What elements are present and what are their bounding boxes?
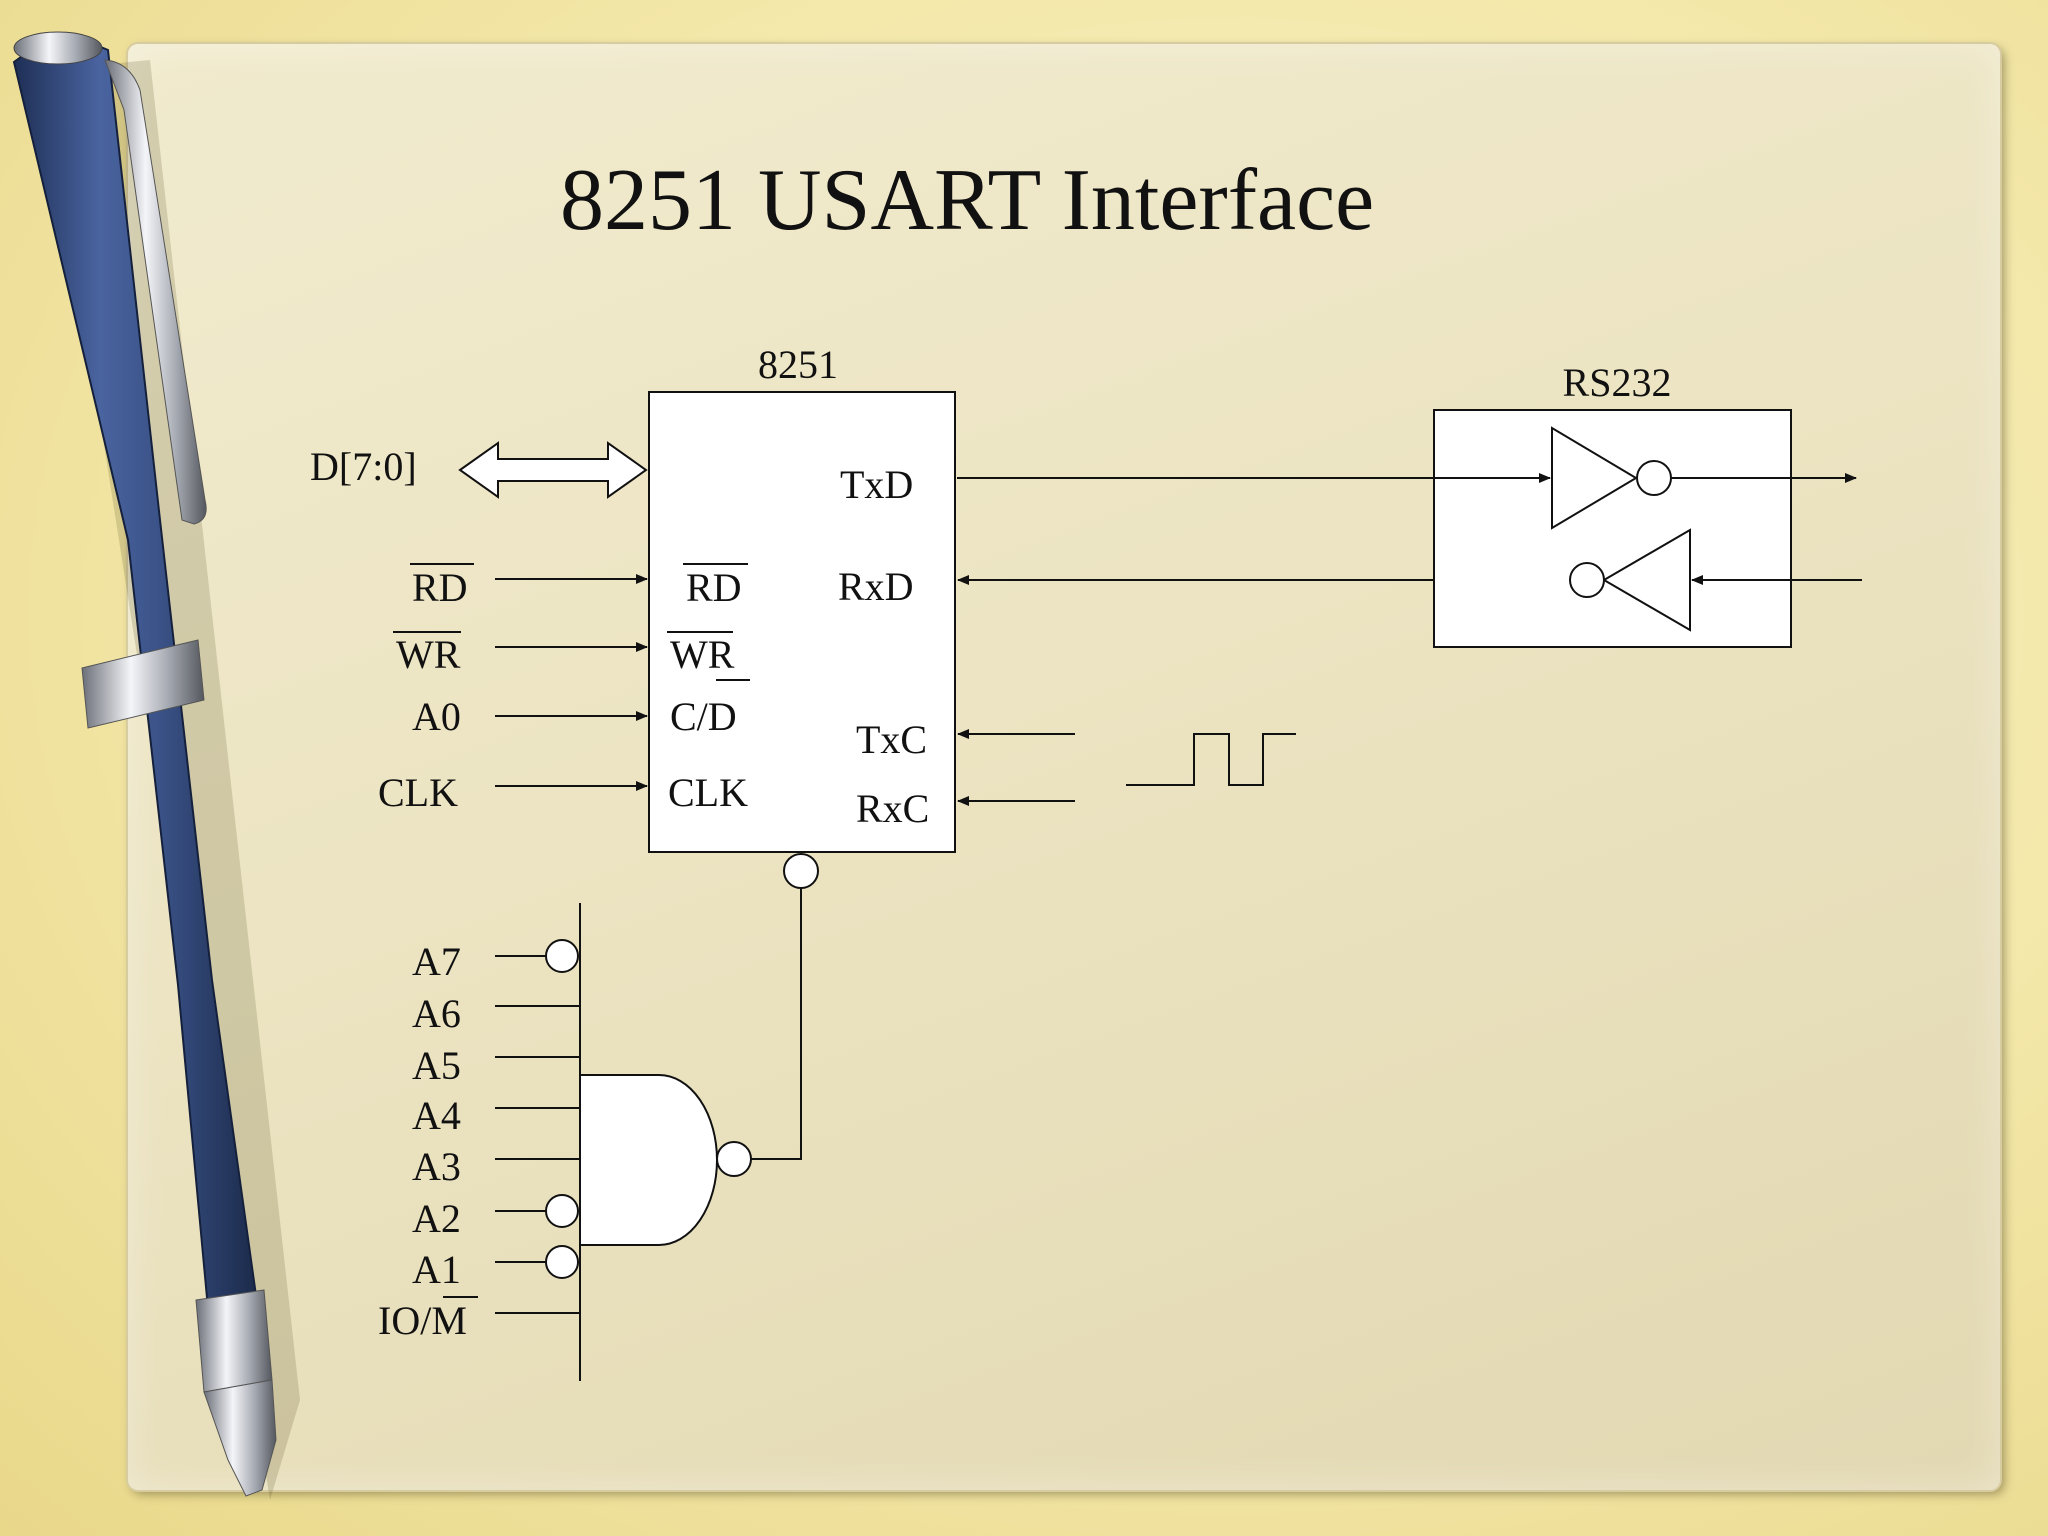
pen-tip bbox=[203, 1379, 277, 1497]
rs232-tx-driver bbox=[1551, 426, 1638, 530]
addr-a2-bubble bbox=[545, 1194, 579, 1228]
addr-a1-bubble bbox=[545, 1245, 579, 1279]
rs232-box bbox=[1433, 409, 1792, 648]
addr-a2: A2 bbox=[412, 1196, 461, 1241]
chip-pin-txd: TxD bbox=[840, 462, 913, 507]
title-area: 8251 USART Interface bbox=[560, 150, 1480, 251]
chip-pin-rxc: RxC bbox=[856, 786, 929, 831]
addr-iom: IO/M bbox=[378, 1298, 467, 1343]
data-bus-arrow bbox=[458, 441, 648, 499]
input-a0: A0 bbox=[412, 694, 461, 739]
pen-tip-ring bbox=[195, 1289, 273, 1393]
chip-pin-wr: WR bbox=[670, 632, 735, 677]
input-wr: WR bbox=[396, 632, 461, 677]
addr-a5: A5 bbox=[412, 1043, 461, 1088]
input-rd: RD bbox=[412, 565, 468, 610]
chip-pin-clk: CLK bbox=[668, 770, 748, 815]
slide-title: 8251 USART Interface bbox=[560, 152, 1375, 249]
rs232-tx-bubble bbox=[1636, 460, 1672, 496]
pen-illustration bbox=[12, 31, 300, 1500]
rs232-rx-receiver bbox=[1602, 528, 1691, 632]
addr-a1: A1 bbox=[412, 1247, 461, 1292]
chip-pin-cd: C/D bbox=[670, 694, 737, 739]
chip-select-bubble bbox=[783, 853, 819, 889]
chip-select-wire bbox=[751, 888, 802, 1160]
rs232-rx-bubble bbox=[1569, 562, 1605, 598]
nand-gate bbox=[579, 1074, 718, 1246]
bus-label: D[7:0] bbox=[310, 444, 417, 489]
rs232-label: RS232 bbox=[1563, 360, 1672, 405]
addr-a7-bubble bbox=[545, 939, 579, 973]
addr-a3: A3 bbox=[412, 1144, 461, 1189]
chip-pin-txc: TxC bbox=[856, 717, 927, 762]
pen-cap-top bbox=[13, 31, 103, 65]
chip-8251-box bbox=[648, 391, 956, 853]
chip-pin-rxd: RxD bbox=[838, 564, 914, 609]
addr-a6: A6 bbox=[412, 991, 461, 1036]
pen-clip bbox=[104, 59, 207, 525]
clock-waveform bbox=[1126, 733, 1296, 786]
input-clk: CLK bbox=[378, 770, 458, 815]
addr-a4: A4 bbox=[412, 1093, 461, 1138]
chip-name: 8251 bbox=[758, 342, 838, 387]
slide-panel bbox=[128, 44, 2000, 1490]
chip-pin-rd: RD bbox=[686, 565, 742, 610]
addr-a7: A7 bbox=[412, 939, 461, 984]
nand-output-bubble bbox=[716, 1141, 752, 1177]
pen-middle-ring bbox=[81, 639, 205, 729]
